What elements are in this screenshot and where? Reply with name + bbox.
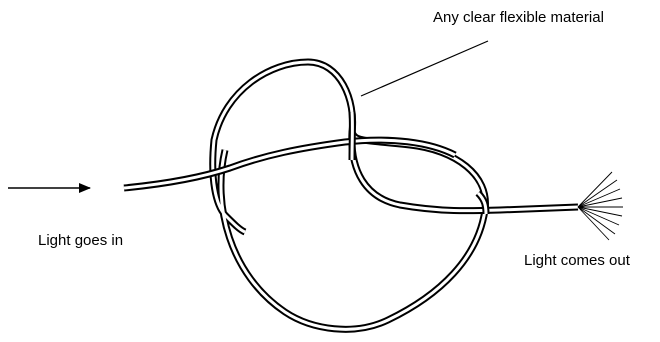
emitted-light-rays <box>578 172 623 240</box>
knotted-clear-tube <box>124 62 578 329</box>
tube-big-loop <box>213 62 486 329</box>
material-label: Any clear flexible material <box>433 9 604 27</box>
leader-line <box>361 41 488 96</box>
light-in-label: Light goes in <box>38 232 123 250</box>
light-out-label: Light comes out <box>524 252 630 270</box>
